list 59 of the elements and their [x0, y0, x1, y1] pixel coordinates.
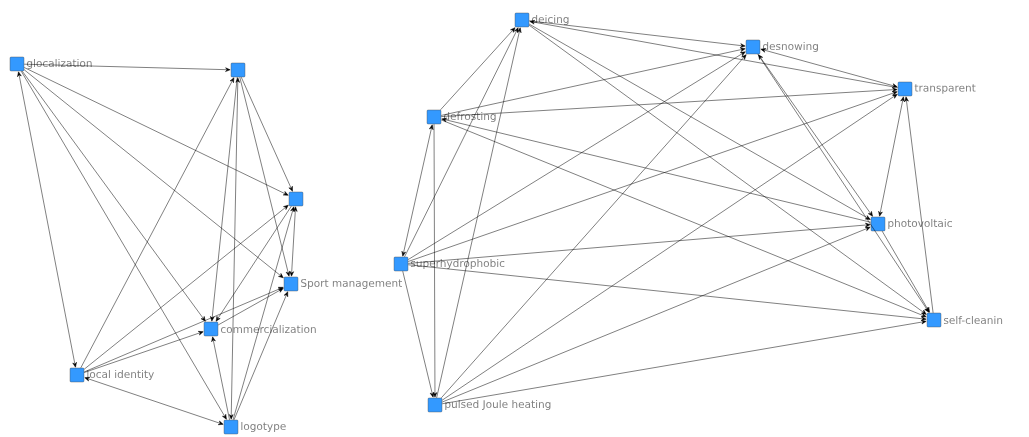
arrow	[407, 264, 927, 321]
node-label: Sport management	[301, 279, 402, 289]
arrow	[83, 204, 289, 370]
arrow	[441, 319, 927, 405]
arrow	[440, 87, 898, 117]
arrow	[758, 54, 873, 217]
node-label: deicing	[532, 14, 569, 26]
arrow	[528, 23, 871, 220]
arrow	[441, 226, 871, 403]
arrow	[407, 91, 898, 262]
arrow	[84, 377, 224, 425]
arrow	[210, 76, 238, 322]
node-label: desnowing	[763, 41, 818, 53]
arrow	[881, 230, 930, 313]
node-square	[288, 191, 304, 207]
arrow	[22, 70, 206, 322]
arrow	[83, 287, 284, 373]
arrow	[436, 27, 522, 399]
arrow	[17, 71, 77, 368]
arrow	[83, 331, 204, 373]
arrow	[760, 48, 898, 88]
node-label: logotype	[241, 421, 286, 433]
arrow	[229, 77, 240, 420]
arrow	[440, 119, 927, 318]
node-label: local identity	[87, 369, 154, 381]
arrow	[289, 206, 298, 277]
arrow	[23, 67, 289, 196]
arrow	[878, 96, 905, 217]
node-square	[230, 62, 246, 78]
arrow	[440, 47, 746, 116]
arrow	[215, 205, 292, 322]
arrow	[432, 123, 438, 398]
arrow	[407, 222, 871, 264]
arrow	[232, 206, 295, 421]
arrow	[407, 51, 746, 260]
arrow	[217, 288, 284, 326]
node-label: pulsed Joule heating	[445, 399, 551, 411]
arrow	[80, 77, 235, 369]
node-label: self-cleanin	[943, 315, 1003, 325]
arrow	[528, 24, 927, 315]
arrow	[440, 27, 516, 111]
arrow	[241, 76, 293, 192]
arrow	[904, 96, 934, 314]
arrow	[233, 291, 288, 421]
arrow	[239, 76, 291, 277]
arrow	[404, 27, 519, 258]
arrow	[401, 124, 434, 257]
node-label: photovoltaic	[888, 218, 952, 230]
arrow	[23, 69, 284, 279]
arrow	[441, 93, 898, 401]
arrow	[402, 270, 435, 398]
arrow	[528, 20, 746, 48]
arrow	[211, 336, 230, 421]
arrow	[529, 20, 899, 88]
arrow	[441, 54, 747, 399]
arrow	[757, 53, 930, 313]
node-label: transparent	[914, 84, 976, 94]
arrow	[21, 70, 227, 420]
arrow	[441, 117, 872, 223]
